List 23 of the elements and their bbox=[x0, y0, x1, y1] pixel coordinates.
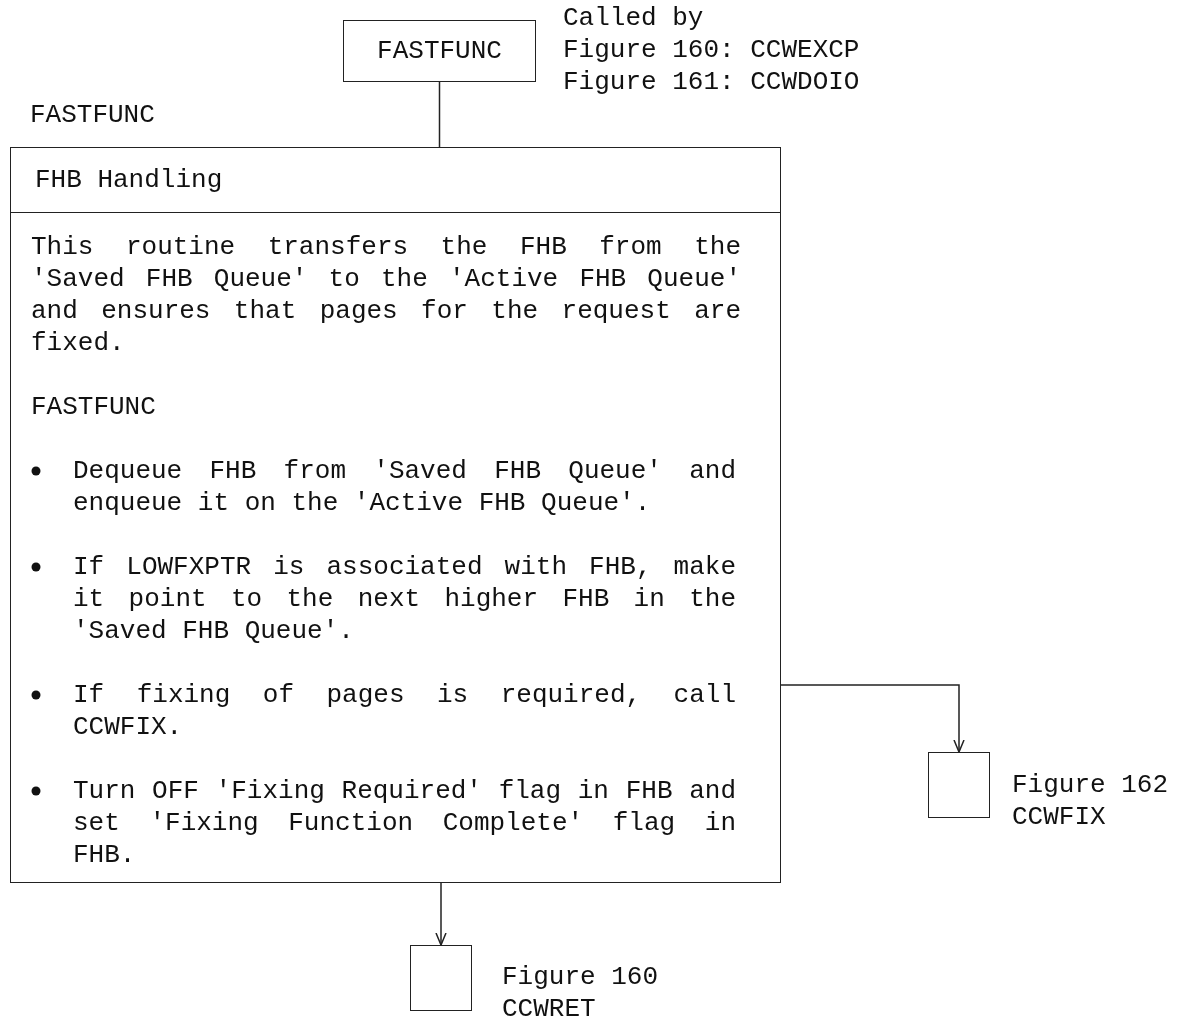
reference-caption: Figure 162 bbox=[1012, 769, 1169, 801]
connector-line bbox=[438, 81, 441, 148]
reference-caption: Called by bbox=[563, 2, 704, 34]
bullet-text: If fixing of pages is required, call CCWFIX. bbox=[73, 679, 736, 743]
bullet-text: Dequeue FHB from 'Saved FHB Queue' and enqueue it on the 'Active FHB Queue'. bbox=[73, 455, 736, 519]
arrow bbox=[780, 684, 965, 753]
routine-name: FASTFUNC bbox=[31, 391, 156, 423]
routine-label: FASTFUNC bbox=[30, 99, 155, 131]
arrow bbox=[435, 882, 447, 946]
reference-caption: CCWRET bbox=[502, 993, 596, 1022]
section-heading: FHB Handling bbox=[11, 148, 780, 213]
process-box bbox=[10, 147, 781, 883]
bullet-text: Turn OFF 'Fixing Required' flag in FHB and set 'Fixing Function Complete' flag in FHB. bbox=[73, 775, 736, 871]
reference-caption: CCWFIX bbox=[1012, 801, 1106, 833]
description-text: This routine transfers the FHB from the 'Saved FHB Queue' to the 'Active FHB Queue' and ensures that pages for the request are fixed. bbox=[31, 231, 741, 359]
reference-box bbox=[928, 752, 990, 818]
box-label: FASTFUNC bbox=[376, 35, 503, 68]
reference-box bbox=[410, 945, 472, 1011]
module-box bbox=[343, 20, 536, 82]
reference-caption: Figure 161: CCWDOIO bbox=[563, 66, 860, 98]
reference-caption: Figure 160 bbox=[502, 961, 659, 993]
bullet-text: If LOWFXPTR is associated with FHB, make it point to the next higher FHB in the 'Saved FHB Queue'. bbox=[73, 551, 736, 647]
reference-caption: Figure 160: CCWEXCP bbox=[563, 34, 860, 66]
